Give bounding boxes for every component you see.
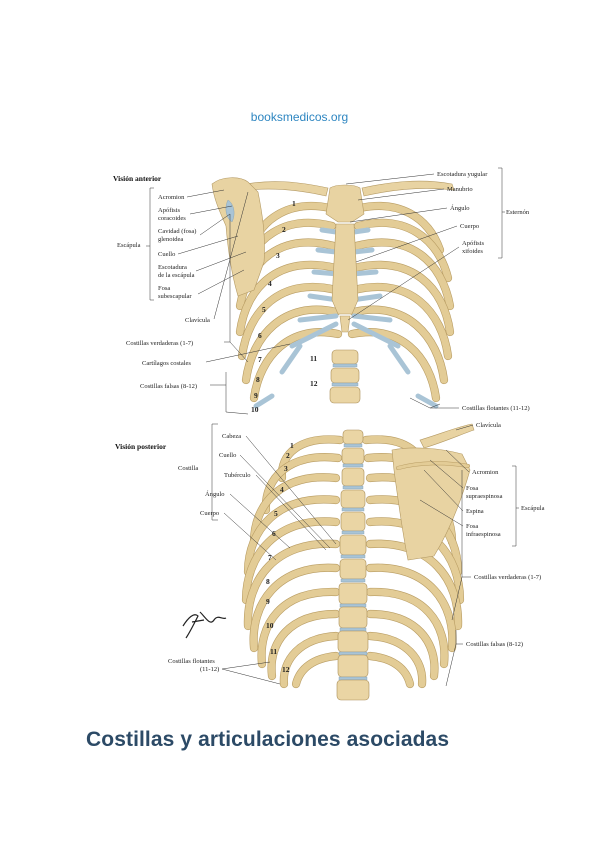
label-floating-ribs: Costillas flotantes (11-12) <box>462 405 530 412</box>
label-sternum-group: Esternón <box>506 209 530 216</box>
label-notch-2: de la escápula <box>158 272 195 279</box>
sternum <box>325 184 365 333</box>
label-true-ribs: Costillas verdaderas (1-7) <box>474 574 541 581</box>
anterior-floating-label: Costillas flotantes (11-12) <box>409 397 530 412</box>
label-supraspinous-1: Fosa <box>466 485 478 492</box>
posterior-view: 1 2 3 4 5 6 7 8 9 10 11 12 Visión poster… <box>115 422 545 701</box>
label-infraspinous-2: infraespinosa <box>466 531 501 538</box>
posterior-right-labels: Clavícula Acromion Fosa supraespinosa Es… <box>419 422 545 687</box>
clavicles <box>233 180 455 197</box>
anterior-rib-numbers: 1 2 3 4 5 6 7 8 9 10 11 12 <box>251 199 318 414</box>
rib-number: 7 <box>268 553 272 562</box>
label-body: Cuerpo <box>200 510 219 517</box>
label-rib-group: Costilla <box>178 465 198 472</box>
label-acromion: Acromion <box>472 469 499 476</box>
label-subscapular-2: subescapular <box>158 293 192 300</box>
label-angle: Ángulo <box>205 490 225 498</box>
anterior-view: 1 2 3 4 5 6 7 8 9 10 11 12 Visión anteri… <box>113 167 530 415</box>
rib-number: 4 <box>268 279 272 288</box>
rib-number: 8 <box>266 577 270 586</box>
rib-number: 2 <box>282 225 286 234</box>
label-notch-1: Escotadura <box>158 264 187 271</box>
posterior-title: Visión posterior <box>115 442 167 451</box>
label-floating-1: Costillas flotantes <box>168 658 215 665</box>
label-neck: Cuello <box>158 251 175 258</box>
label-neck: Cuello <box>219 452 236 459</box>
rib-number: 5 <box>262 305 266 314</box>
label-clavicle: Clavícula <box>185 317 210 324</box>
label-angle: Ángulo <box>450 204 470 212</box>
rib-number: 10 <box>266 621 274 630</box>
rib-number: 9 <box>254 391 258 400</box>
posterior-rib-labels: Costilla Cabeza Cuello Tubérculo Ángulo … <box>178 423 337 561</box>
posterior-spine <box>336 429 370 701</box>
label-floating-2: (11-12) <box>200 666 219 673</box>
label-acromion: Acromion <box>158 194 185 201</box>
rib-number: 3 <box>284 464 288 473</box>
label-subscapular-1: Fosa <box>158 285 170 292</box>
artist-signature <box>182 611 227 639</box>
label-supraspinous-2: supraespinosa <box>466 493 503 500</box>
label-scapula-group: Escápula <box>117 242 141 249</box>
rib-number: 12 <box>282 665 290 674</box>
rib-number: 8 <box>256 375 260 384</box>
label-false-ribs: Costillas falsas (8-12) <box>466 641 523 648</box>
label-infraspinous-1: Fosa <box>466 523 478 530</box>
rib-number: 9 <box>266 597 270 606</box>
anterior-spine <box>329 349 361 404</box>
label-false-ribs: Costillas falsas (8-12) <box>140 383 197 390</box>
rib-number: 3 <box>276 251 280 260</box>
label-manubrium: Manubrio <box>447 186 473 193</box>
label-scapula-group: Escápula <box>521 505 545 512</box>
label-head: Cabeza <box>222 433 241 440</box>
page-title: Costillas y articulaciones asociadas <box>86 728 450 751</box>
anterior-title: Visión anterior <box>113 174 162 183</box>
label-xiphoid-1: Apófisis <box>462 240 485 247</box>
posterior-floating-label: Costillas flotantes (11-12) <box>168 658 281 685</box>
label-jugular-notch: Escotadura yugular <box>437 171 488 178</box>
rib-number: 6 <box>258 331 262 340</box>
anterior-sternum-labels: Escotadura yugular Manubrio Ángulo Cuerp… <box>345 167 530 321</box>
rib-number: 5 <box>274 509 278 518</box>
label-glenoid-1: Cavidad (fosa) <box>158 228 196 235</box>
rib-number: 4 <box>280 485 284 494</box>
rib-number: 1 <box>290 441 294 450</box>
posterior-rib-numbers: 1 2 3 4 5 6 7 8 9 10 11 12 <box>266 441 294 674</box>
anterior-scapula <box>211 177 265 297</box>
label-glenoid-2: glenoidea <box>158 236 183 243</box>
rib-number: 7 <box>258 355 262 364</box>
label-coracoid-2: coracoides <box>158 215 186 222</box>
site-link[interactable]: booksmedicos.org <box>250 110 349 124</box>
label-clavicle: Clavícula <box>476 422 501 429</box>
rib-number: 10 <box>251 405 259 414</box>
anterior-left-labels: Clavícula Costillas verdaderas (1-7) Car… <box>126 191 291 415</box>
label-xiphoid-2: xifoides <box>462 248 483 255</box>
posterior-ribs <box>241 435 465 689</box>
rib-number: 11 <box>270 647 277 656</box>
rib-number: 12 <box>310 379 318 388</box>
label-tubercle: Tubérculo <box>224 472 250 479</box>
label-cartilages: Cartílagos costales <box>142 360 191 367</box>
label-coracoid-1: Apófisis <box>158 207 181 214</box>
anterior-scapula-labels: Acromion Apófisis coracoides Cavidad (fo… <box>117 187 247 301</box>
rib-number: 11 <box>310 354 317 363</box>
rib-number: 2 <box>286 451 290 460</box>
label-true-ribs: Costillas verdaderas (1-7) <box>126 340 193 347</box>
rib-number: 1 <box>292 199 296 208</box>
label-body: Cuerpo <box>460 223 479 230</box>
label-spine: Espina <box>466 508 484 515</box>
